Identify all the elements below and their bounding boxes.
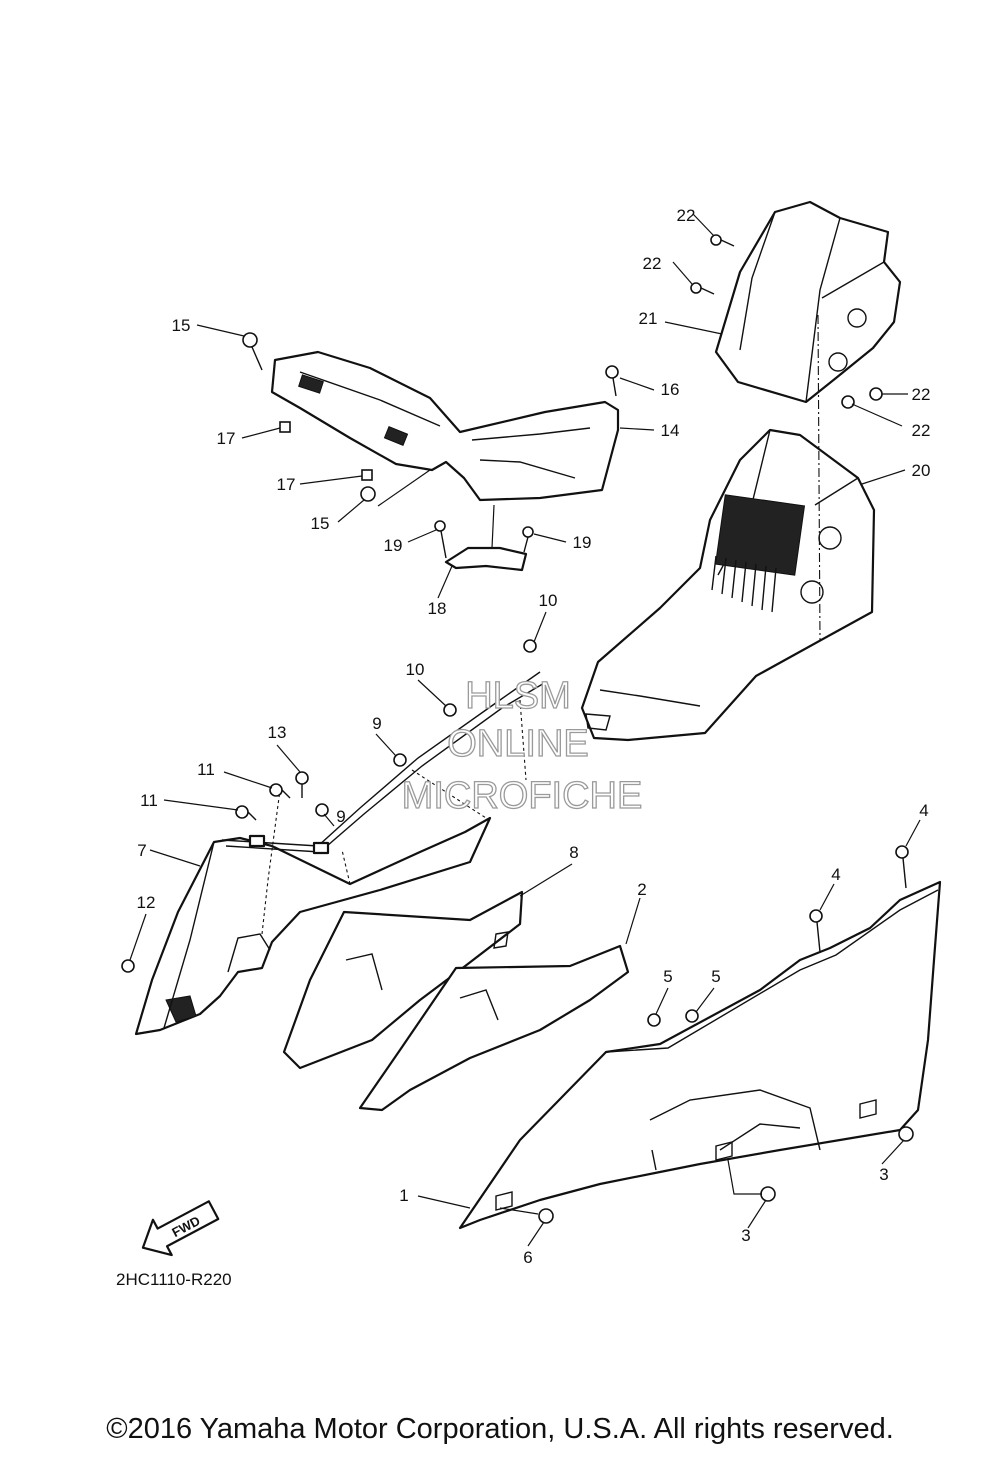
callout-19-b: 19 xyxy=(573,533,592,552)
callout-22-b: 22 xyxy=(643,254,662,273)
part-21-cover xyxy=(714,200,902,404)
fastener-22-b xyxy=(690,282,715,295)
callout-16: 16 xyxy=(661,380,680,399)
callout-15-a: 15 xyxy=(172,316,191,335)
fastener-22-c xyxy=(869,387,883,401)
fastener-5-b xyxy=(685,1009,699,1023)
fastener-17-a xyxy=(279,421,291,433)
callout-17-b: 17 xyxy=(277,475,296,494)
fastener-10-b xyxy=(443,703,457,717)
part-14-seat-cowl xyxy=(270,350,620,502)
callout-12: 12 xyxy=(137,893,156,912)
fastener-22-a xyxy=(710,234,735,247)
part-8-inner-panel xyxy=(282,890,524,1070)
copyright-notice: ©2016 Yamaha Motor Corporation, U.S.A. A… xyxy=(106,1413,894,1445)
callout-18: 18 xyxy=(428,599,447,618)
callout-5-a: 5 xyxy=(663,967,672,986)
fastener-12 xyxy=(121,959,135,973)
fastener-17-b xyxy=(361,469,373,481)
fastener-11-a xyxy=(269,783,291,799)
callout-4-a: 4 xyxy=(919,801,928,820)
callout-19-a: 19 xyxy=(384,536,403,555)
callout-17-a: 17 xyxy=(217,429,236,448)
callout-5-b: 5 xyxy=(711,967,720,986)
part-18-bracket xyxy=(444,546,528,572)
callout-21: 21 xyxy=(639,309,658,328)
callout-9-a: 9 xyxy=(372,714,381,733)
fastener-22-d xyxy=(841,395,855,409)
fastener-9-b xyxy=(315,803,329,817)
callout-2: 2 xyxy=(637,880,646,899)
callout-14: 14 xyxy=(661,421,680,440)
fastener-6 xyxy=(538,1208,554,1224)
callout-10-a: 10 xyxy=(539,591,558,610)
drawing-code: 2HC1110-R220 xyxy=(116,1270,232,1289)
callout-3-b: 3 xyxy=(741,1226,750,1245)
part-20-center-cover xyxy=(580,428,876,742)
alignment-line-20-21 xyxy=(817,314,821,641)
callout-22-d: 22 xyxy=(912,421,931,440)
fastener-10-a xyxy=(523,639,537,653)
part-2-middle-panel xyxy=(358,944,630,1112)
fastener-16 xyxy=(605,365,619,397)
fastener-13 xyxy=(295,771,309,798)
callout-11-a: 11 xyxy=(197,760,215,779)
fastener-4-a xyxy=(895,845,909,889)
watermark-line-3: MICROFICHE xyxy=(402,775,643,817)
callout-8: 8 xyxy=(569,843,578,862)
fastener-3-a xyxy=(898,1126,914,1142)
fastener-9-a xyxy=(393,753,407,767)
callout-10-b: 10 xyxy=(406,660,425,679)
callout-22-c: 22 xyxy=(912,385,931,404)
fastener-11-b xyxy=(235,805,257,821)
callout-1: 1 xyxy=(399,1186,408,1205)
fastener-19-a xyxy=(434,520,447,559)
fastener-4-b xyxy=(809,909,823,953)
callout-22-a: 22 xyxy=(677,206,696,225)
fastener-3-b xyxy=(760,1186,776,1202)
fwd-arrow-icon: FWD xyxy=(141,1200,220,1257)
fastener-19-b xyxy=(522,526,534,553)
watermark: HLSM ONLINE MICROFICHE xyxy=(401,674,643,817)
fastener-15-b xyxy=(360,486,376,502)
callout-13: 13 xyxy=(268,723,287,742)
callout-15-b: 15 xyxy=(311,514,330,533)
watermark-line-2: ONLINE xyxy=(447,723,588,765)
part-7-side-panel xyxy=(134,671,547,1036)
callout-6: 6 xyxy=(523,1248,532,1267)
fastener-5-a xyxy=(647,1013,661,1027)
watermark-line-1: HLSM xyxy=(465,675,571,717)
leader-lines xyxy=(129,213,921,1247)
fastener-15-a xyxy=(242,332,263,371)
callout-9-b: 9 xyxy=(336,807,345,826)
callout-20: 20 xyxy=(912,461,931,480)
callout-11-b: 11 xyxy=(140,791,158,810)
callout-3-a: 3 xyxy=(879,1165,888,1184)
part-1-main-cover xyxy=(458,880,942,1230)
callout-7: 7 xyxy=(137,841,146,860)
callout-4-b: 4 xyxy=(831,865,840,884)
